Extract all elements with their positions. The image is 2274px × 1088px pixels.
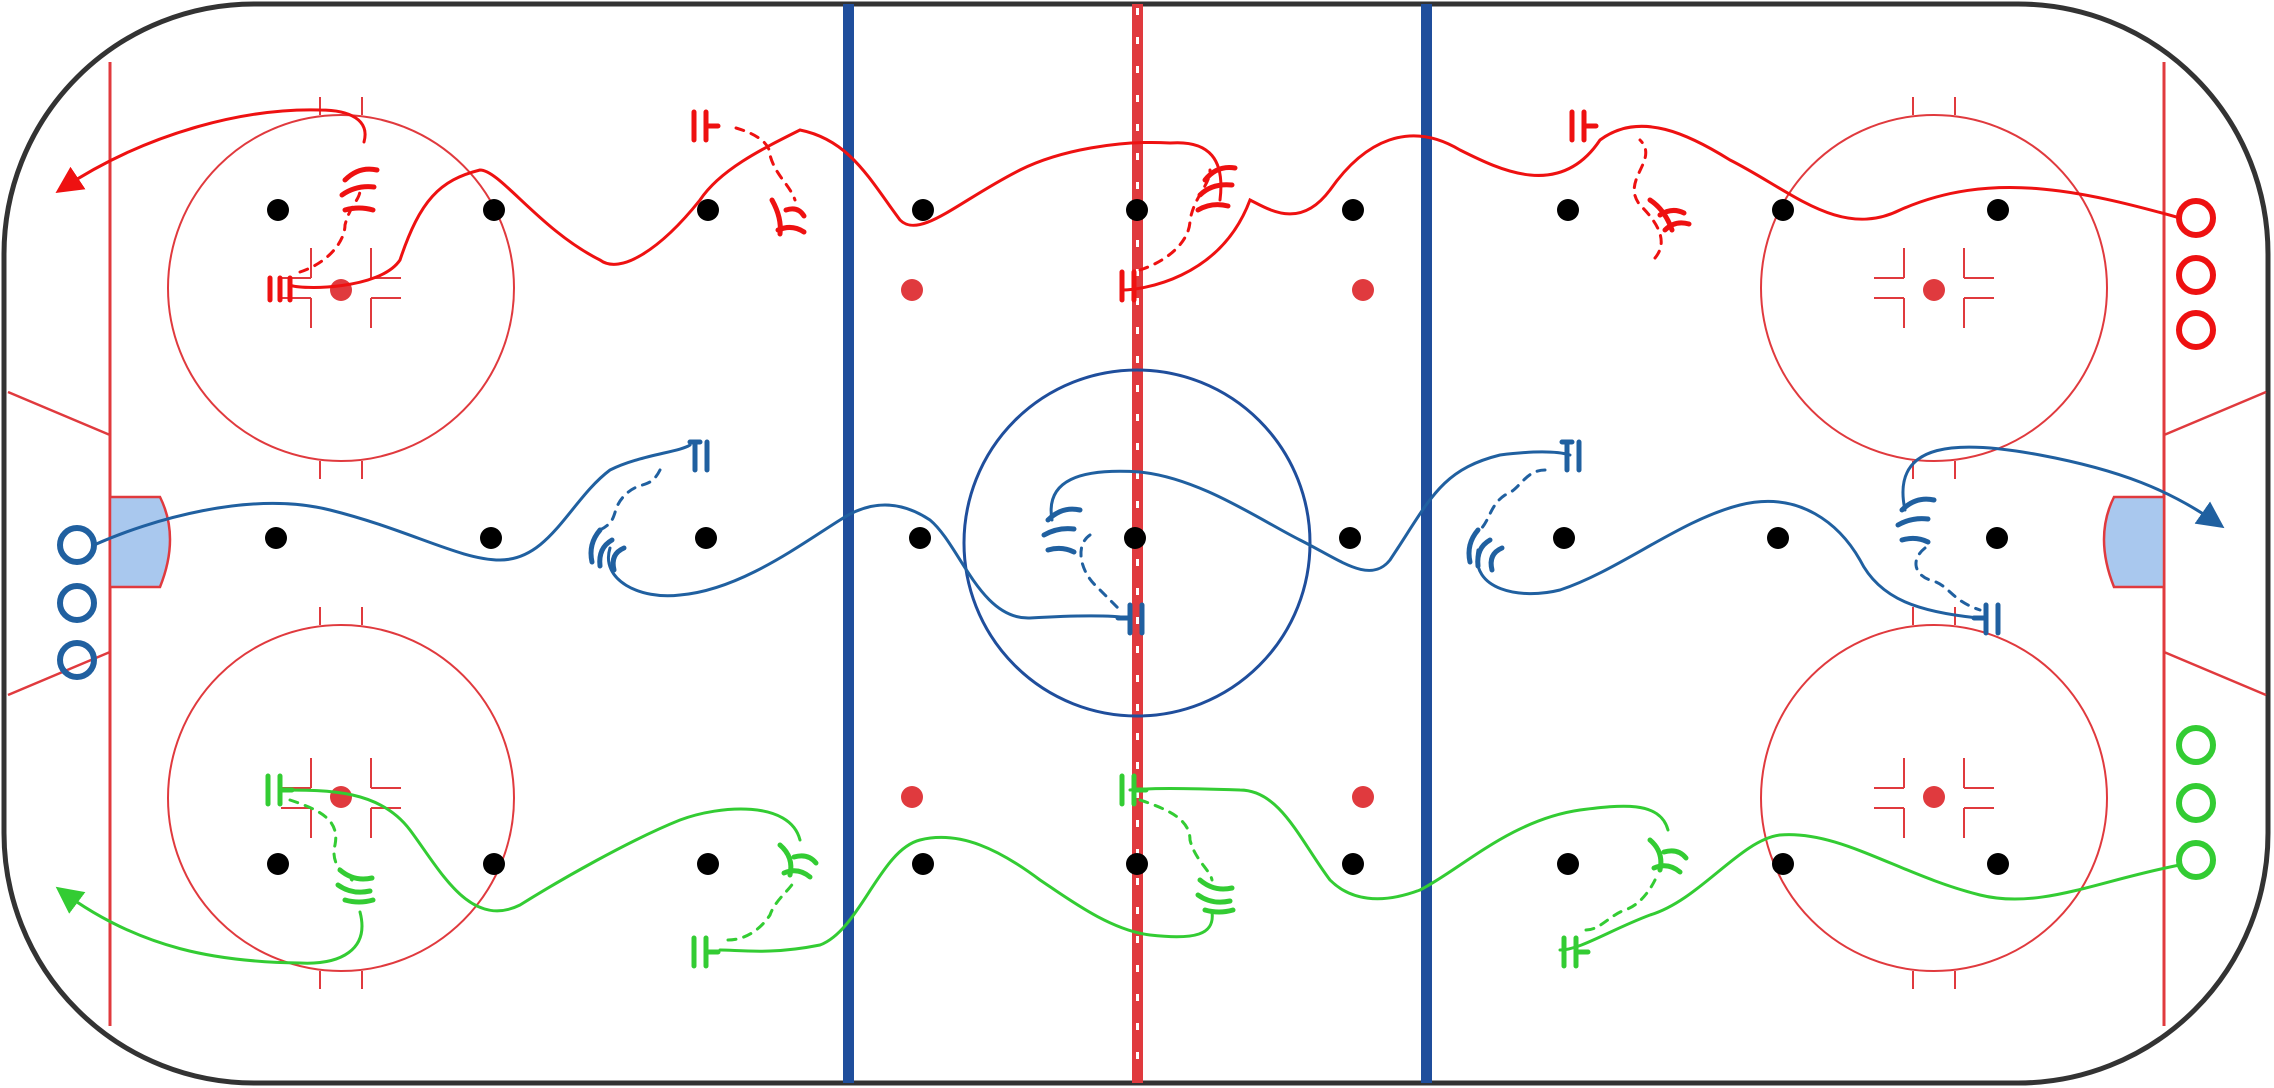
stick-icon xyxy=(1561,935,1591,969)
skater-turn-icon xyxy=(777,842,819,880)
feed-path-blue-2 xyxy=(1079,533,1122,612)
red-drill-lane xyxy=(55,108,2216,350)
stick-icon xyxy=(1115,602,1145,636)
skate-path-green-2 xyxy=(1128,787,1670,901)
shot-path-red xyxy=(55,108,367,193)
feed-path-red-3 xyxy=(734,126,797,202)
stick-icon xyxy=(1569,109,1599,143)
feed-path-red-2 xyxy=(1138,168,1212,272)
skate-path-red-2 xyxy=(288,128,1223,289)
circle-player-icon xyxy=(2176,310,2216,350)
circle-player-icon xyxy=(2176,783,2216,823)
shot-path-green xyxy=(55,886,364,965)
stick-icon xyxy=(1119,773,1149,807)
stick-icon xyxy=(687,439,710,473)
skate-path-blue-4 xyxy=(1475,499,1980,620)
circle-player-icon xyxy=(2176,725,2216,765)
goal-crease-right xyxy=(2102,495,2166,589)
skater-turn-icon xyxy=(1647,837,1689,875)
circle-player-icon xyxy=(2176,840,2216,880)
player-queue-blue xyxy=(57,525,97,680)
stick-icon xyxy=(691,109,721,143)
stick-icon xyxy=(1559,439,1582,473)
skate-path-blue-3 xyxy=(1049,450,1572,572)
feed-path-blue-4 xyxy=(1914,546,1982,612)
skate-path-red xyxy=(1120,124,2182,292)
stick-icon xyxy=(267,275,293,303)
skater-turn-icon xyxy=(335,867,376,905)
skate-path-green-4 xyxy=(278,788,802,913)
skater-turn-icon xyxy=(1195,165,1238,213)
skater-turn-icon xyxy=(588,527,627,573)
skater-turn-icon xyxy=(1466,527,1505,573)
skate-path-green xyxy=(1558,833,2182,952)
feed-path-red-4 xyxy=(298,188,362,274)
circle-player-icon xyxy=(2176,255,2216,295)
faceoff-circle-top-left xyxy=(167,97,515,479)
skater-turn-icon xyxy=(1647,197,1692,233)
skater-turn-icon xyxy=(339,166,380,213)
blue-line-left xyxy=(843,4,854,1083)
skate-path-blue-2 xyxy=(606,503,1132,620)
goal-crease-left xyxy=(108,495,172,589)
blue-line-right xyxy=(1421,4,1432,1083)
feed-path-red-1 xyxy=(1632,138,1663,260)
feed-path-blue-3 xyxy=(1478,468,1547,532)
trapezoid-right xyxy=(2163,390,2267,697)
stick-icon xyxy=(691,935,721,969)
skater-turn-icon xyxy=(1195,877,1236,915)
circle-player-icon xyxy=(57,640,97,680)
stick-icon xyxy=(1119,269,1137,303)
stick-icon xyxy=(1971,602,2001,636)
stick-icon xyxy=(265,773,295,807)
skater-turn-icon xyxy=(769,197,807,237)
feed-path-green-3 xyxy=(726,878,797,942)
shot-path-blue xyxy=(1901,445,2225,529)
skate-path-green-3 xyxy=(718,835,1214,953)
green-drill-lane xyxy=(55,725,2216,969)
skate-path-blue xyxy=(92,443,692,562)
center-faceoff-circle xyxy=(962,368,1312,718)
red-faceoff-dots xyxy=(330,279,1945,808)
circle-player-icon xyxy=(57,583,97,623)
pylon-markers xyxy=(265,199,2009,875)
faceoff-circle-top-right xyxy=(1760,97,2108,479)
feed-path-green-2 xyxy=(1138,798,1214,882)
player-queue-green xyxy=(2176,725,2216,880)
blue-drill-lane xyxy=(57,439,2225,680)
faceoff-circle-bottom-left xyxy=(167,607,515,989)
skater-turn-icon xyxy=(1041,506,1083,555)
skater-turn-icon xyxy=(1895,496,1937,545)
